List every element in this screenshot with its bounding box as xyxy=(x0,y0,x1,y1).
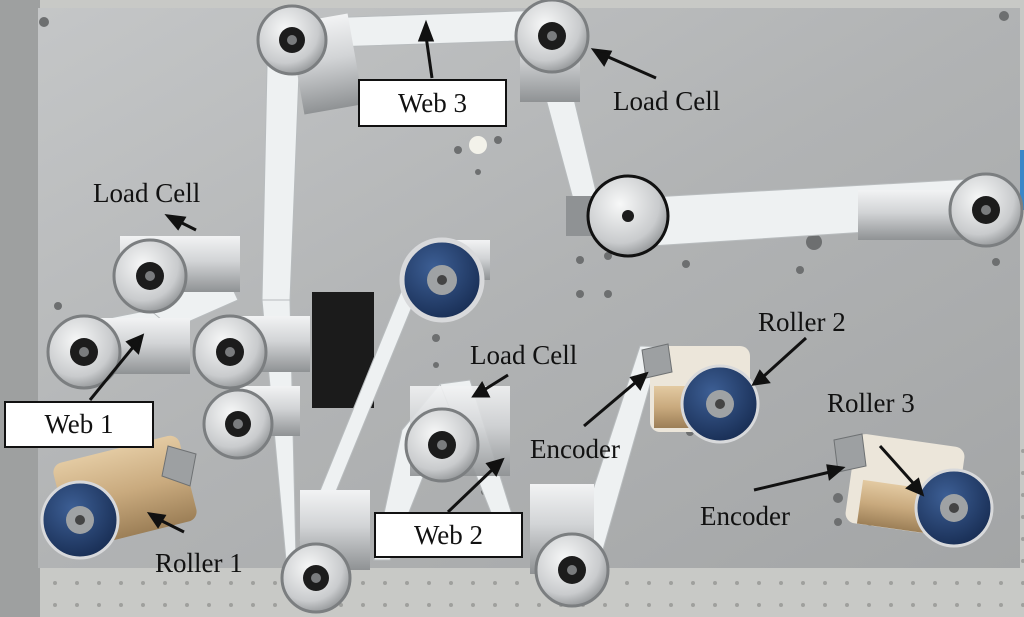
encoder-right-label: Encoder xyxy=(700,501,790,531)
roller-faces xyxy=(46,0,1024,614)
annotation-arrows xyxy=(88,19,925,534)
roller1-label: Roller 1 xyxy=(155,548,243,578)
web2-label: Web 2 xyxy=(374,512,523,558)
blue-encoder-faces xyxy=(40,237,994,560)
web1-label: Web 1 xyxy=(4,401,154,448)
load-cell-left-label: Load Cell xyxy=(93,178,201,208)
load-cell-roller xyxy=(566,174,670,258)
load-cell-mid-label: Load Cell xyxy=(470,340,578,370)
load-cell-top-label: Load Cell xyxy=(613,86,721,116)
background-left xyxy=(0,0,40,617)
encoder-mid-label: Encoder xyxy=(530,434,620,464)
web3-label: Web 3 xyxy=(358,79,507,127)
encoder-brackets xyxy=(161,343,867,487)
roller3-label: Roller 3 xyxy=(827,388,915,418)
panel-screws xyxy=(39,11,1009,526)
roller2-label: Roller 2 xyxy=(758,307,846,337)
